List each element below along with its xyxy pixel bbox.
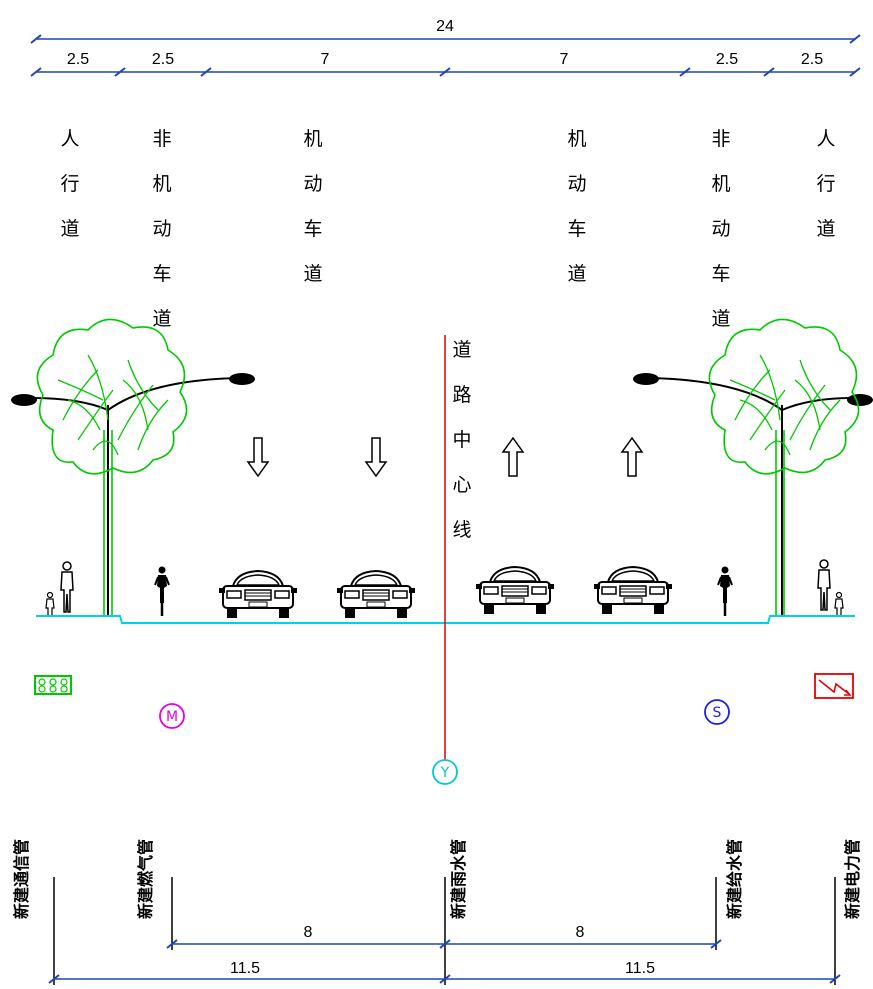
car-3 [475,566,555,615]
pipe-label-telecom: 新建通信管 [12,839,31,919]
pipe-label-power: 新建电力管 [843,839,862,919]
segment-label-left-sidewalk: 2.5 [67,51,89,68]
top-dimension-chain: 24 2.5 2.5 7 7 2.5 2.5 [30,18,861,77]
pipe-extension-lines [53,877,836,985]
bottom-dimension-chain: 8 8 11.5 11.5 [48,924,841,984]
pipe-label-gas: 新建燃气管 [136,839,155,919]
dim-outer-right: 11.5 [625,960,655,977]
rain-symbol-letter: Y [440,765,450,781]
cyclist-right [716,565,734,618]
pedestrian-right [817,559,831,611]
lane-label-right-motor: 机动车道 [567,128,586,285]
street-lamp-left [11,373,255,617]
car-2 [336,570,416,619]
car-1 [218,570,298,619]
child-right [834,591,844,617]
segment-label-right-bike: 2.5 [716,51,738,68]
pedestrian-left [60,561,74,613]
gas-pipe-symbol: M [159,703,185,729]
dim-outer-left: 11.5 [230,960,260,977]
gas-symbol-letter: M [166,709,178,725]
rain-pipe-symbol: Y [432,759,458,785]
water-symbol-letter: S [713,705,722,721]
segment-label-right-motor: 7 [560,51,569,68]
pipe-label-rain: 新建雨水管 [449,839,468,919]
cyclist-left [153,565,171,618]
traffic-arrow-up-2 [621,437,643,477]
street-lamp-right [633,373,873,617]
tree-right [708,318,860,616]
telecom-pipe-symbol [34,675,72,695]
lane-label-left-bike: 非机动车道 [152,128,171,330]
lane-label-left-motor: 机动车道 [303,128,322,285]
centerline-label: 道路中心线 [452,339,471,541]
dim-inner-right: 8 [576,924,585,941]
lane-label-left-sidewalk: 人行道 [60,128,79,240]
segment-label-right-sidewalk: 2.5 [801,51,823,68]
pipe-labels: 新建通信管 新建燃气管 新建雨水管 新建给水管 新建电力管 [12,839,862,919]
lane-labels: 人行道 非机动车道 机动车道 机动车道 非机动车道 人行道 道路中心线 [60,128,835,541]
total-width-label: 24 [436,18,454,35]
traffic-arrow-down-2 [365,437,387,477]
car-4 [593,566,673,615]
water-pipe-symbol: S [704,699,730,725]
lane-label-right-bike: 非机动车道 [711,128,730,330]
traffic-arrow-up-1 [502,437,524,477]
pipe-label-water: 新建给水管 [725,839,744,919]
lane-label-right-sidewalk: 人行道 [816,128,835,240]
segment-label-left-motor: 7 [321,51,330,68]
segment-label-left-bike: 2.5 [152,51,174,68]
traffic-arrow-down-1 [247,437,269,477]
child-left [45,591,55,617]
dim-inner-left: 8 [304,924,313,941]
power-pipe-symbol [814,673,854,699]
